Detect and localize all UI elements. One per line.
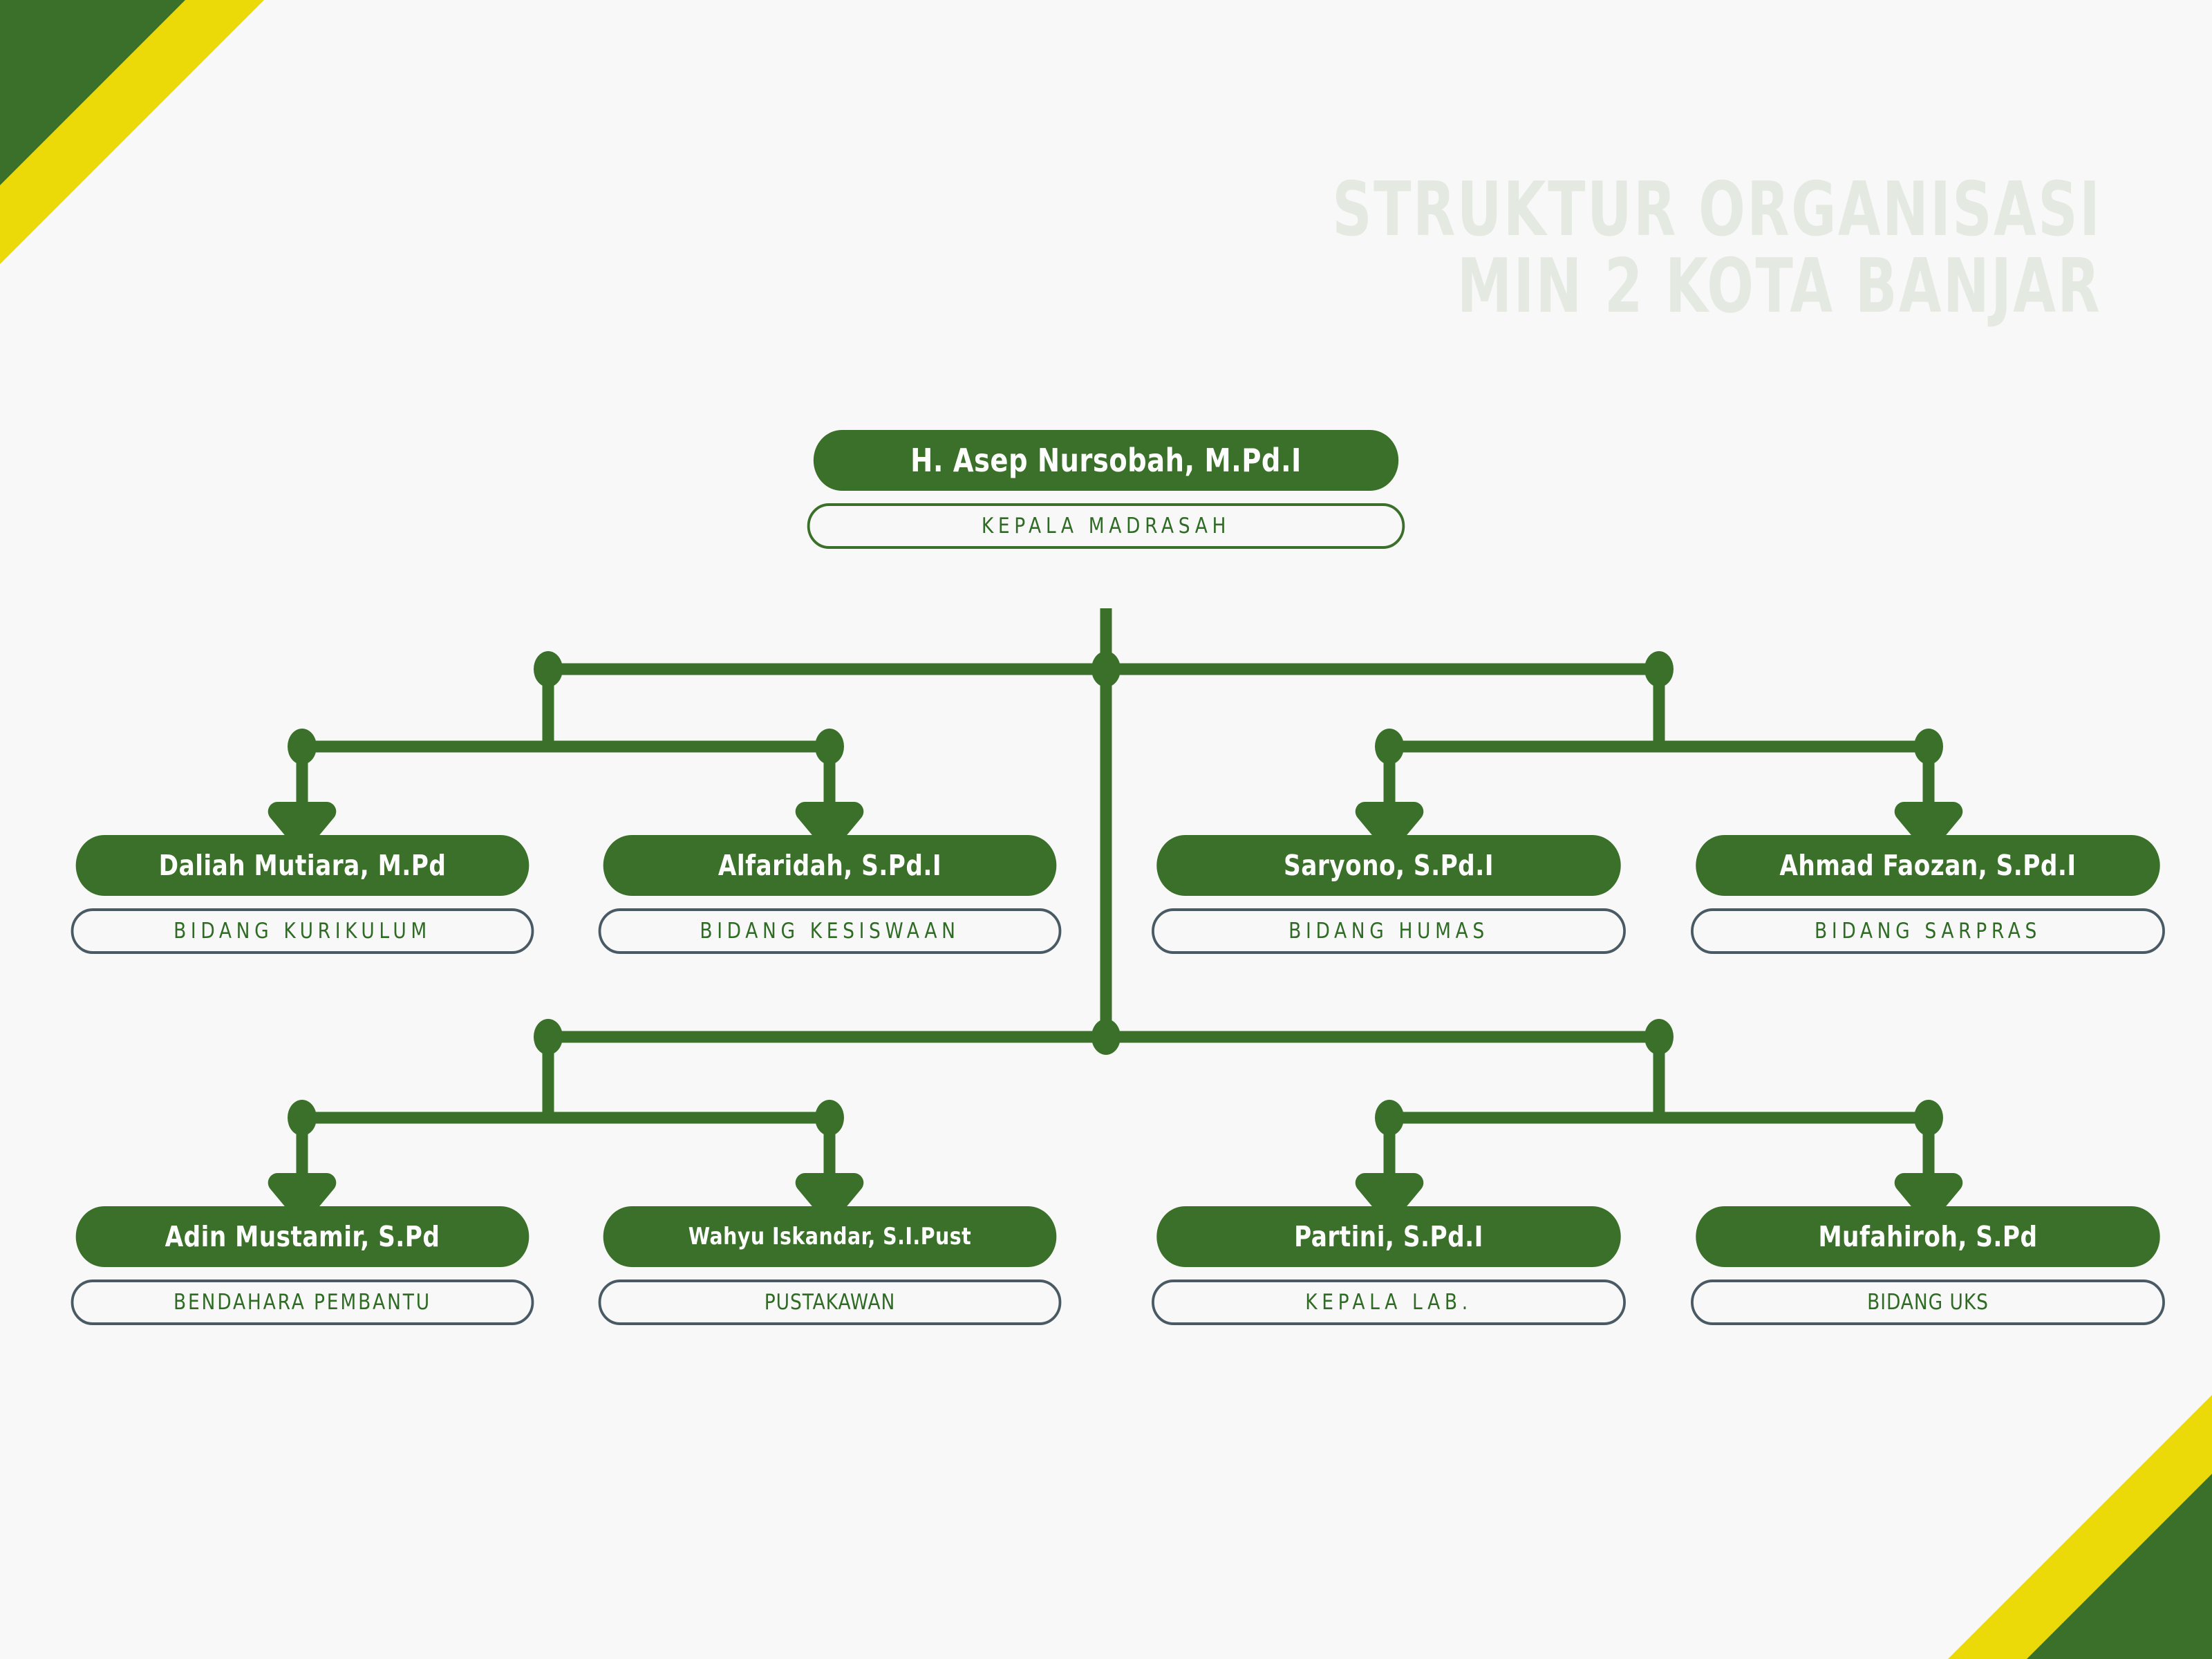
bottom-right-green-corner-decoration <box>2027 1474 2212 1659</box>
org-node-bidang-sarpras[interactable]: Ahmad Faozan, S.Pd.I BIDANG SARPRAS <box>1678 835 2177 954</box>
org-node-role: BIDANG KESISWAAN <box>598 908 1062 954</box>
org-node-kepala-lab[interactable]: Partini, S.Pd.I KEPALA LAB. <box>1139 1206 1638 1325</box>
arrowhead-l4 <box>795 1172 864 1222</box>
page-title-line-2: MIN 2 KOTA BANJAR <box>1456 243 2101 330</box>
org-node-role: PUSTAKAWAN <box>598 1280 1062 1325</box>
org-node-pustakawan[interactable]: Wahyu Iskandar, S.I.Pust PUSTAKAWAN <box>586 1206 1074 1325</box>
arrowhead-l2 <box>795 801 864 851</box>
junction-dot-center-top <box>1091 651 1121 687</box>
org-node-role: BIDANG UKS <box>1691 1280 2165 1325</box>
org-node-name: Adin Mustamir, S.Pd <box>75 1206 529 1267</box>
top-left-green-corner-decoration <box>0 0 185 185</box>
page-title-line-1: STRUKTUR ORGANISASI <box>1332 167 2101 253</box>
arrowhead-r1 <box>1355 801 1424 851</box>
org-node-bidang-uks[interactable]: Mufahiroh, S.Pd BIDANG UKS <box>1678 1206 2177 1325</box>
org-node-name: Alfaridah, S.Pd.I <box>603 835 1057 896</box>
org-node-name: Ahmad Faozan, S.Pd.I <box>1696 835 2160 896</box>
org-node-kepala-madrasah[interactable]: H. Asep Nursobah, M.Pd.I KEPALA MADRASAH <box>791 430 1421 549</box>
org-node-name: Mufahiroh, S.Pd <box>1696 1206 2160 1267</box>
arrowhead-r3 <box>1355 1172 1424 1222</box>
arrowhead-r4 <box>1894 1172 1963 1222</box>
org-node-role: BIDANG SARPRAS <box>1691 908 2165 954</box>
org-node-bidang-humas[interactable]: Saryono, S.Pd.I BIDANG HUMAS <box>1139 835 1638 954</box>
org-node-bendahara-pembantu[interactable]: Adin Mustamir, S.Pd BENDAHARA PEMBANTU <box>59 1206 546 1325</box>
org-node-name: Daliah Mutiara, M.Pd <box>75 835 529 896</box>
org-node-role: KEPALA MADRASAH <box>807 503 1405 549</box>
org-node-name: Wahyu Iskandar, S.I.Pust <box>603 1206 1057 1267</box>
org-node-role: KEPALA LAB. <box>1152 1280 1626 1325</box>
junction-dot-center-bottom <box>1091 1019 1121 1055</box>
org-node-name: H. Asep Nursobah, M.Pd.I <box>813 430 1399 491</box>
org-node-role: BENDAHARA PEMBANTU <box>71 1280 534 1325</box>
org-node-name: Saryono, S.Pd.I <box>1156 835 1621 896</box>
org-node-bidang-kesiswaan[interactable]: Alfaridah, S.Pd.I BIDANG KESISWAAN <box>586 835 1074 954</box>
org-node-role: BIDANG KURIKULUM <box>71 908 534 954</box>
org-node-role: BIDANG HUMAS <box>1152 908 1626 954</box>
arrowhead-l3 <box>268 1172 337 1222</box>
arrowhead-r2 <box>1894 801 1963 851</box>
org-node-name: Partini, S.Pd.I <box>1156 1206 1621 1267</box>
arrowhead-l1 <box>268 801 337 851</box>
page-title: STRUKTUR ORGANISASI MIN 2 KOTA BANJAR <box>1332 171 2101 325</box>
org-node-bidang-kurikulum[interactable]: Daliah Mutiara, M.Pd BIDANG KURIKULUM <box>59 835 546 954</box>
